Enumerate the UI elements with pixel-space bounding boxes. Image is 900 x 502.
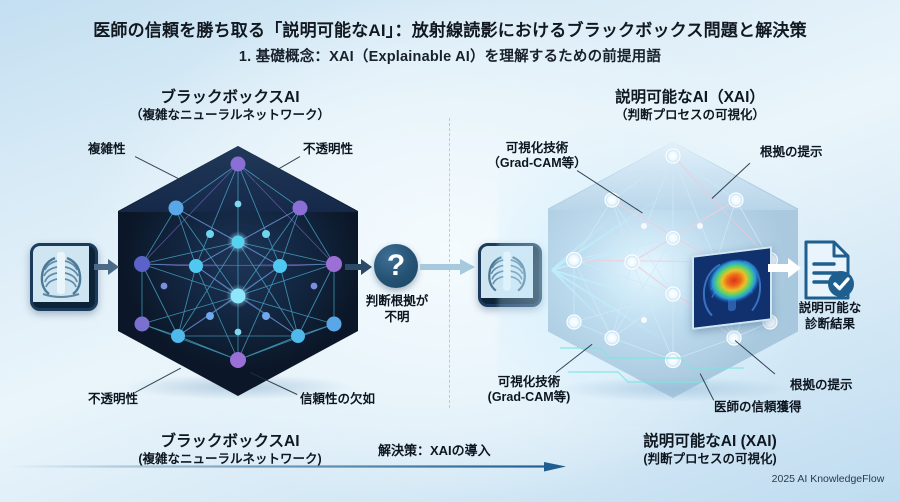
- right-footer-line1: 説明可能なAI (XAI): [643, 433, 777, 450]
- left-heading-line2: （複雑なニューラルネットワーク）: [129, 108, 330, 122]
- left-heading-line1: ブラックボックスAI: [160, 89, 300, 106]
- question-label-line2: 不明: [384, 310, 410, 324]
- black-box-ai-cube: [118, 146, 358, 400]
- chest-xray-icon-left: [30, 243, 98, 311]
- transition-arrow: [8, 462, 566, 472]
- arrow-heatmap-to-report: [768, 258, 801, 278]
- callout-right-visualization-top: 可視化技術 （Grad-CAM等）: [478, 141, 596, 171]
- callout-left-trust-lack: 信頼性の欠如: [300, 392, 376, 406]
- document-check-icon: [800, 240, 856, 300]
- transparent-network-graphic: [551, 148, 779, 383]
- credit-text: 2025 AI KnowledgeFlow: [771, 473, 885, 485]
- callout-left-complexity: 複雑性: [88, 142, 126, 156]
- callout-line1: 可視化技術: [505, 141, 569, 155]
- gradcam-heatmap-icon: [692, 246, 772, 330]
- callout-right-trust: 医師の信頼獲得: [714, 400, 802, 414]
- output-label-line1: 説明可能な: [798, 301, 862, 315]
- arrow-xray-to-blackbox: [94, 259, 119, 275]
- callout-line2: (Grad-CAM等): [487, 390, 571, 404]
- question-mark-icon: ?: [374, 244, 418, 288]
- callout-line2: （Grad-CAM等）: [487, 156, 587, 170]
- callout-left-opacity-bottom: 不透明性: [88, 392, 139, 406]
- arrow-transition-center: [420, 259, 475, 275]
- callout-right-evidence-bottom: 根拠の提示: [790, 378, 853, 392]
- right-heading-line1: 説明可能なAI（XAI）: [615, 89, 765, 106]
- arrow-blackbox-to-question: [345, 259, 372, 275]
- left-footer-line2: (複雑なニューラルネットワーク): [138, 452, 322, 466]
- neural-network-graphic: [134, 156, 342, 368]
- page-title: 医師の信頼を勝ち取る「説明可能なAI」：放射線読影におけるブラックボックス問題と…: [93, 21, 807, 40]
- explainable-ai-cube: [498, 118, 848, 428]
- output-label-line2: 診断結果: [804, 317, 855, 331]
- callout-right-evidence-top: 根拠の提示: [760, 145, 823, 159]
- callout-left-opacity-top: 不透明性: [303, 142, 354, 156]
- left-footer: ブラックボックスAI (複雑なニューラルネットワーク): [60, 432, 400, 468]
- question-label: 判断根拠が 不明: [348, 293, 446, 325]
- left-section-heading: ブラックボックスAI （複雑なニューラルネットワーク）: [70, 88, 390, 124]
- page-subtitle: 1. 基礎概念：XAI（Explainable AI）を理解するための前提用語: [238, 49, 662, 65]
- callout-line1: 可視化技術: [497, 375, 561, 389]
- center-divider: [449, 118, 450, 408]
- question-label-line1: 判断根拠が: [365, 294, 429, 308]
- callout-right-visualization-bottom: 可視化技術 (Grad-CAM等): [470, 375, 588, 405]
- transition-label: 解決策：XAIの導入: [378, 443, 491, 458]
- left-footer-line1: ブラックボックスAI: [160, 433, 300, 450]
- right-footer: 説明可能なAI (XAI) (判断プロセスの可視化): [560, 432, 860, 468]
- output-label: 説明可能な 診断結果: [778, 300, 882, 332]
- right-footer-line2: (判断プロセスの可視化): [643, 452, 777, 466]
